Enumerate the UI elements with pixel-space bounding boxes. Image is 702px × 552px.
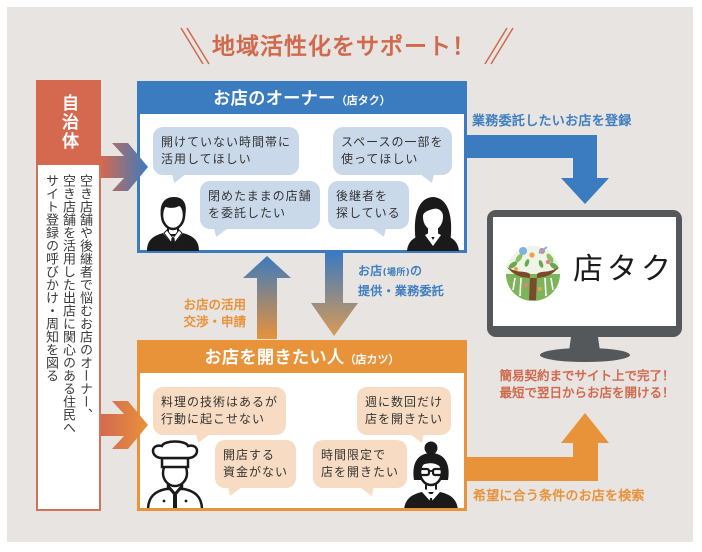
shop-seeker-panel-header: お店を開きたい人（店カツ） xyxy=(140,343,464,373)
bubble-line: 探している xyxy=(336,206,401,220)
owner-to-seeker-main: お店 xyxy=(358,264,383,278)
bubble-tail xyxy=(372,228,386,237)
owner-speech-bubble: 開けていない時間帯に 活用してほしい xyxy=(153,127,300,183)
seeker-to-owner-label: お店の活用 交渉・申請 xyxy=(166,296,246,330)
bubble-line: 料理の技術はあるが xyxy=(161,395,279,409)
shop-seeker-speech-bubble: 開店する 資金がない xyxy=(215,440,297,496)
owner-subtitle: （店タク） xyxy=(335,94,391,107)
bubble-tail xyxy=(360,487,374,496)
owner-to-seeker-line: お店(場所)の xyxy=(358,262,444,282)
bubble-line: を委託したい xyxy=(208,206,287,220)
businesswoman-icon xyxy=(407,197,459,251)
bubble-line: 開店する xyxy=(223,448,276,462)
bubble-line: 後継者を xyxy=(336,189,389,203)
bubble-line: 時間限定で xyxy=(321,448,387,462)
bubble-line: 活用してほしい xyxy=(161,152,252,166)
site-benefits: 簡易契約までサイト上で完了！ 最短で翌日からお店を開ける！ xyxy=(492,367,682,401)
owner-to-seeker-line: 提供・業務委託 xyxy=(358,284,445,298)
municipality-to-owner-arrow xyxy=(101,143,148,191)
seeker-to-owner-arrow xyxy=(243,256,291,339)
woman-with-glasses-icon xyxy=(404,441,458,508)
site-benefit-line: 簡易契約までサイト上で完了！ xyxy=(499,368,675,383)
site-benefit-line: 最短で翌日からお店を開ける！ xyxy=(499,385,675,400)
shop-seeker-speech-bubble: 料理の技術はあるが 行動に起こせない xyxy=(153,387,287,443)
bubble-line: 店を開きたい xyxy=(321,465,400,479)
owner-panel-header: お店のオーナー（店タク） xyxy=(140,84,464,114)
bubble-tail xyxy=(410,434,424,443)
owner-to-seeker-note: (場所) xyxy=(382,268,411,278)
chef-icon xyxy=(146,440,204,508)
tree-hands-logo-icon xyxy=(506,246,560,301)
owner-to-site-label: 業務委託したいお店を登録 xyxy=(472,114,632,129)
owner-to-site-arrow xyxy=(467,135,609,204)
bubble-line: 週に数回だけ xyxy=(365,395,444,409)
bubble-line: スペースの一部を xyxy=(341,135,444,149)
bubble-tail xyxy=(228,487,242,496)
owner-to-seeker-arrow xyxy=(311,253,358,336)
bubble-line: 開けていない時間帯に xyxy=(161,135,292,149)
bubble-line: 資金がない xyxy=(223,465,289,479)
shop-seeker-subtitle: （店カツ） xyxy=(344,353,400,366)
seeker-to-owner-line: お店の活用 xyxy=(183,297,246,312)
municipality-description-line: 空き店舗や後継者で悩むお店のオーナー、 xyxy=(77,174,92,421)
bubble-line: 行動に起こせない xyxy=(161,412,266,426)
municipality-description: 空き店舗や後継者で悩むお店のオーナー、 空き店舗を活用した出店に関心のある住民へ… xyxy=(42,174,93,509)
owner-to-seeker-end: の xyxy=(410,264,423,278)
shop-seeker-speech-bubble: 時間限定で 店を開きたい xyxy=(313,440,408,496)
owner-speech-bubble: 後継者を 探している xyxy=(328,181,409,237)
title-left-slashes-icon xyxy=(180,27,210,65)
seeker-to-owner-line: 交渉・申請 xyxy=(183,314,246,329)
owner-speech-bubble: スペースの一部を 使ってほしい xyxy=(333,127,452,183)
municipality-description-line: 空き店舗を活用した出店に関心のある住民へ xyxy=(60,174,75,434)
bubble-tail xyxy=(196,434,210,443)
municipality-header xyxy=(36,80,101,165)
businessman-icon xyxy=(147,197,199,251)
bubble-line: 店を開きたい xyxy=(365,412,444,426)
owner-title: お店のオーナー xyxy=(213,89,336,109)
title-right-slashes-icon xyxy=(484,27,514,65)
bubble-tail xyxy=(172,174,186,183)
shop-seeker-speech-bubble: 週に数回だけ 店を開きたい xyxy=(357,387,452,443)
owner-speech-bubble: 閉めたままの店舗 を委託したい xyxy=(200,181,320,237)
seeker-to-site-arrow xyxy=(467,413,609,481)
shop-seeker-title: お店を開きたい人 xyxy=(204,348,345,368)
monitor-icon xyxy=(487,210,682,362)
municipality-panel xyxy=(36,165,101,511)
bubble-line: 使ってほしい xyxy=(341,152,419,166)
bubble-tail xyxy=(420,174,434,183)
page-title: 地域活性化をサポート！ xyxy=(212,34,476,60)
municipality-label: 自治体 xyxy=(58,94,78,151)
seeker-to-site-label: 希望に合う条件のお店を検索 xyxy=(473,489,645,504)
municipality-to-seeker-arrow xyxy=(101,401,148,449)
bubble-tail xyxy=(214,228,228,237)
bubble-line: 閉めたままの店舗 xyxy=(208,189,312,203)
site-name: 店タク xyxy=(573,252,675,287)
owner-to-seeker-label: お店(場所)の 提供・業務委託 xyxy=(358,262,444,300)
municipality-description-line: サイト登録の呼びかけ・周知を図る xyxy=(43,174,58,382)
